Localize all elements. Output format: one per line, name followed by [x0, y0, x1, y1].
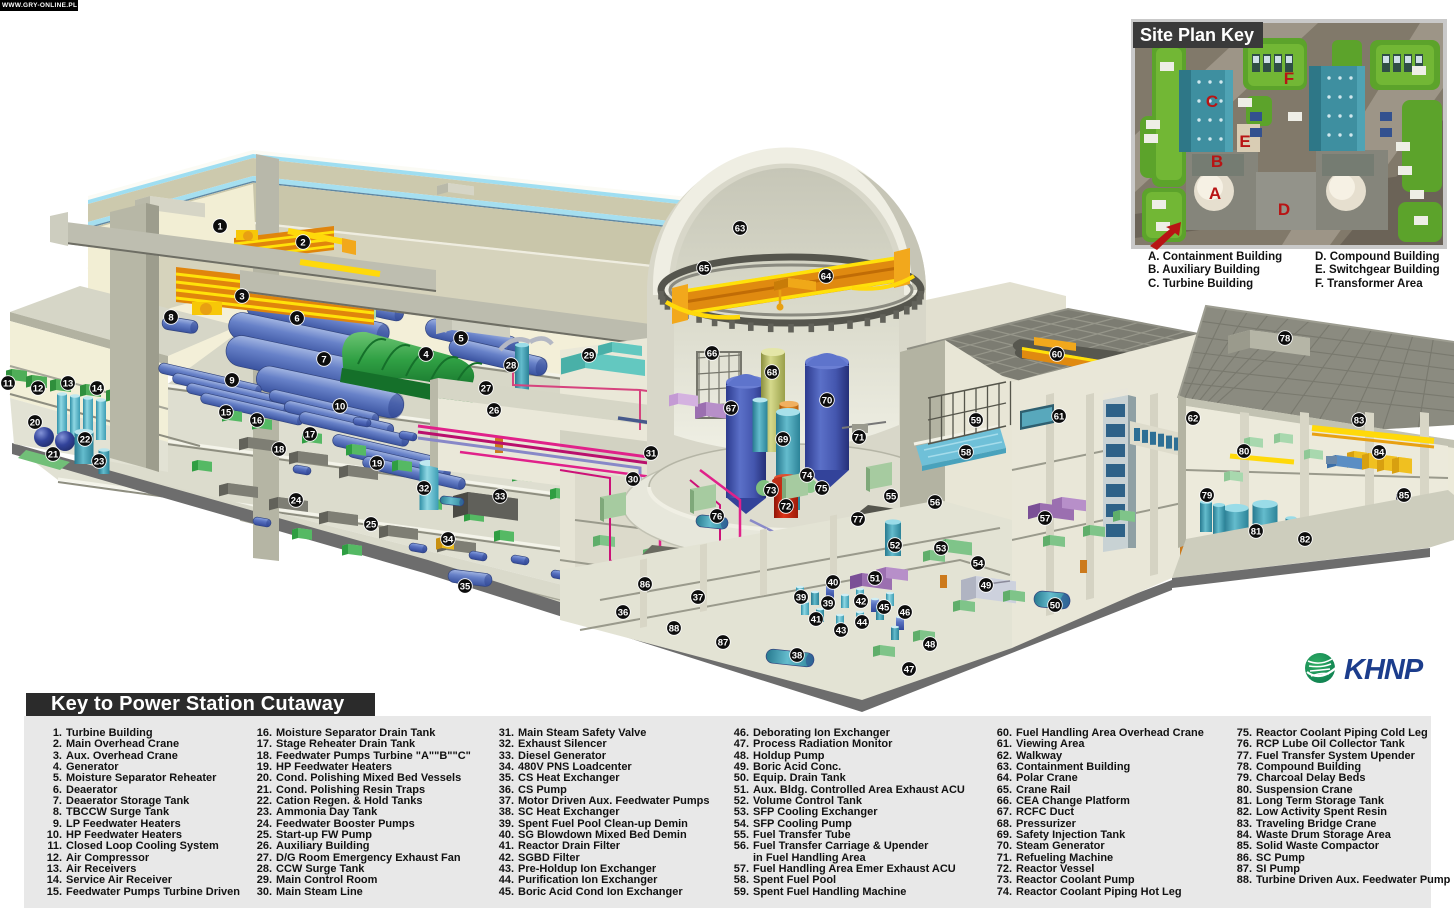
svg-text:60: 60 — [1052, 349, 1063, 360]
svg-text:47: 47 — [904, 664, 915, 675]
svg-text:62: 62 — [1188, 413, 1199, 424]
svg-text:B: B — [1211, 152, 1223, 171]
svg-text:13: 13 — [63, 378, 74, 389]
svg-text:64: 64 — [821, 271, 832, 282]
svg-text:52: 52 — [890, 540, 901, 551]
svg-text:77: 77 — [853, 514, 864, 525]
svg-text:C: C — [1206, 92, 1218, 111]
svg-text:19: 19 — [372, 458, 383, 469]
svg-text:29: 29 — [584, 350, 595, 361]
svg-text:7: 7 — [321, 354, 326, 365]
svg-text:65: 65 — [699, 263, 710, 274]
svg-text:83: 83 — [1354, 415, 1365, 426]
svg-text:22: 22 — [80, 434, 91, 445]
svg-text:49: 49 — [981, 580, 992, 591]
svg-text:24: 24 — [291, 495, 302, 506]
svg-text:30: 30 — [628, 474, 639, 485]
svg-text:42: 42 — [856, 596, 867, 607]
svg-text:82: 82 — [1300, 534, 1311, 545]
svg-text:2: 2 — [300, 237, 305, 248]
svg-text:69: 69 — [778, 434, 789, 445]
svg-text:15: 15 — [221, 407, 232, 418]
svg-text:68: 68 — [767, 367, 778, 378]
svg-text:36: 36 — [618, 607, 629, 618]
svg-text:37: 37 — [693, 592, 704, 603]
svg-text:74: 74 — [802, 470, 813, 481]
svg-text:17: 17 — [305, 429, 316, 440]
svg-text:45: 45 — [879, 602, 890, 613]
svg-text:A: A — [1209, 184, 1221, 203]
svg-text:21: 21 — [48, 449, 59, 460]
svg-text:71: 71 — [854, 432, 865, 443]
svg-text:75: 75 — [817, 483, 828, 494]
svg-text:79: 79 — [1202, 490, 1213, 501]
svg-text:5: 5 — [458, 333, 464, 344]
svg-text:86: 86 — [640, 579, 651, 590]
svg-text:11: 11 — [3, 378, 14, 389]
svg-text:8: 8 — [168, 312, 173, 323]
svg-text:70: 70 — [822, 395, 833, 406]
svg-text:61: 61 — [1054, 411, 1065, 422]
svg-text:40: 40 — [828, 577, 839, 588]
svg-text:KHNP: KHNP — [1344, 654, 1424, 686]
svg-text:23: 23 — [94, 456, 105, 467]
svg-text:85: 85 — [1399, 490, 1410, 501]
svg-text:14: 14 — [92, 383, 103, 394]
svg-text:59: 59 — [971, 415, 982, 426]
svg-text:33: 33 — [495, 491, 506, 502]
svg-text:F: F — [1284, 69, 1294, 88]
svg-text:66: 66 — [707, 348, 718, 359]
svg-text:D: D — [1278, 200, 1290, 219]
svg-text:87: 87 — [718, 637, 729, 648]
svg-text:48: 48 — [925, 639, 936, 650]
svg-text:51: 51 — [870, 573, 881, 584]
svg-text:43: 43 — [836, 625, 847, 636]
svg-text:16: 16 — [252, 415, 263, 426]
svg-text:28: 28 — [506, 360, 517, 371]
svg-text:39: 39 — [796, 592, 807, 603]
svg-text:56: 56 — [930, 497, 941, 508]
svg-text:78: 78 — [1280, 333, 1291, 344]
svg-text:10: 10 — [335, 401, 346, 412]
svg-text:76: 76 — [712, 511, 723, 522]
svg-text:20: 20 — [30, 417, 41, 428]
svg-text:18: 18 — [274, 444, 285, 455]
svg-text:73: 73 — [766, 485, 777, 496]
svg-text:39: 39 — [823, 598, 834, 609]
svg-text:84: 84 — [1374, 447, 1385, 458]
svg-text:25: 25 — [366, 519, 377, 530]
svg-text:1: 1 — [217, 221, 223, 232]
svg-text:54: 54 — [973, 558, 984, 569]
svg-text:57: 57 — [1040, 513, 1051, 524]
svg-text:53: 53 — [936, 543, 947, 554]
svg-text:34: 34 — [443, 534, 454, 545]
svg-text:12: 12 — [33, 383, 44, 394]
svg-text:58: 58 — [961, 447, 972, 458]
svg-text:80: 80 — [1239, 446, 1250, 457]
svg-text:E: E — [1239, 132, 1250, 151]
svg-text:55: 55 — [886, 491, 897, 502]
svg-text:41: 41 — [811, 614, 822, 625]
svg-text:44: 44 — [857, 617, 868, 628]
svg-text:38: 38 — [792, 650, 803, 661]
svg-text:46: 46 — [900, 607, 911, 618]
svg-text:88: 88 — [669, 623, 680, 634]
svg-text:9: 9 — [229, 375, 234, 386]
svg-text:4: 4 — [423, 349, 429, 360]
svg-text:31: 31 — [646, 448, 657, 459]
svg-text:67: 67 — [726, 403, 737, 414]
svg-text:63: 63 — [735, 223, 746, 234]
svg-text:6: 6 — [294, 313, 299, 324]
svg-text:27: 27 — [481, 383, 492, 394]
svg-text:81: 81 — [1251, 526, 1262, 537]
svg-text:32: 32 — [419, 483, 430, 494]
svg-text:72: 72 — [781, 501, 792, 512]
svg-text:3: 3 — [239, 291, 244, 302]
svg-text:26: 26 — [489, 405, 500, 416]
svg-text:35: 35 — [460, 581, 471, 592]
svg-text:50: 50 — [1050, 600, 1061, 611]
